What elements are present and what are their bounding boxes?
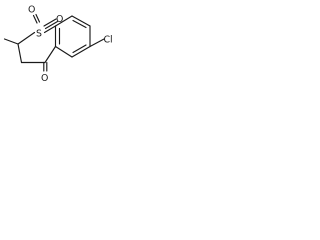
bond-aromatic-inner-top <box>72 19 87 29</box>
bond-c6-cl <box>89 38 105 48</box>
bond-aromatic-inner-bottom <box>72 44 87 54</box>
atom-oxygen-ketone: O <box>41 73 48 84</box>
bond-c2-c3 <box>17 43 23 64</box>
bond-s-o-left-b <box>35 13 41 23</box>
bond-s-o-right-a <box>43 18 57 27</box>
atom-oxygen-top-right: O <box>56 14 63 25</box>
bond-s-o-left-a <box>32 14 38 24</box>
bond-c8-c7 <box>71 15 91 27</box>
bond-c8a-c8 <box>54 15 73 27</box>
bond-s-c8a <box>43 25 57 34</box>
bond-c6-c5 <box>71 45 91 58</box>
bond-s-c2 <box>17 31 36 45</box>
atom-sulfur: S <box>36 29 42 40</box>
bond-c5-c4a <box>54 45 73 58</box>
chemical-structure: S O O Cl O <box>3 5 113 84</box>
bond-s-o-right-b <box>44 20 59 30</box>
bond-c2-methyl <box>3 38 19 45</box>
atom-chlorine: Cl <box>104 35 113 46</box>
atom-oxygen-top-left: O <box>28 5 35 16</box>
bond-c4-c4a <box>44 45 57 64</box>
